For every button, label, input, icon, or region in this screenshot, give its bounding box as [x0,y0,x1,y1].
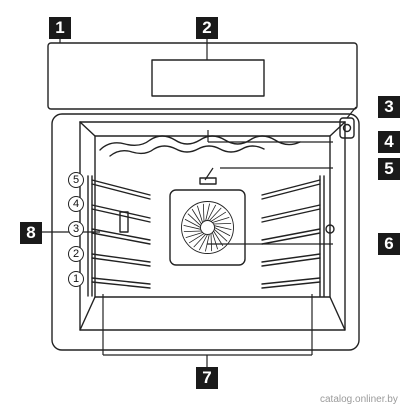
callout-7: 7 [196,367,218,389]
left-support [87,175,93,297]
callout-1: 1 [49,17,71,39]
grill-element-inner [109,145,265,157]
fan-blade [213,229,228,242]
right-rail-5 [261,277,321,289]
right-rail-3 [261,228,321,245]
left-rail-4 [91,253,151,267]
cavity-back-wall [94,135,331,298]
oven-knob [342,123,352,133]
fan-blade [187,213,202,226]
fan-blade [188,233,205,244]
right-rail-1 [261,179,321,200]
shelf-level-1: 1 [68,271,84,287]
callout-4: 4 [378,131,400,153]
shelf-level-3: 3 [68,221,84,237]
fan-blade [198,234,208,251]
right-support [319,175,325,297]
cavity-edge-left-top [79,121,96,137]
fan-blade [183,230,202,233]
fan-blade [207,204,217,221]
left-rail-2 [91,204,151,223]
fan-blade [205,203,211,221]
callout-5: 5 [378,158,400,180]
cavity-floor [79,296,346,331]
left-rail-5 [91,277,151,289]
top-sensor [199,177,217,185]
leader-3 [346,106,357,119]
fan-blade [209,207,222,222]
control-panel [47,42,358,110]
callout-6: 6 [378,233,400,255]
fan-blade [210,233,213,252]
right-rail-4 [261,253,321,267]
fan-cover [169,189,246,266]
fan-blade [183,224,201,230]
fan-blade [214,225,232,231]
left-rail-3 [91,228,151,245]
fan-blade [210,211,227,222]
right-wall-socket [325,224,335,234]
fan-blade [213,222,232,225]
callout-8: 8 [20,222,42,244]
leader-5b [204,167,214,181]
fan-blade [196,205,203,223]
fan-blade [193,233,206,248]
fan-blade [185,232,203,239]
fan-blade [212,232,219,250]
fan-blade [202,203,205,222]
callout-2: 2 [196,17,218,39]
fan-blade [212,216,230,223]
shelf-level-2: 2 [68,246,84,262]
callout-3: 3 [378,96,400,118]
grill-element [99,135,301,151]
fan-blade [204,234,210,252]
fan-icon [181,201,234,254]
fan-blade [214,227,231,237]
display-window [151,59,265,97]
watermark: catalog.onliner.by [320,394,398,405]
fan-blade [191,208,202,225]
fan-blade [184,218,201,228]
left-rail-1 [91,179,151,200]
shelf-level-4: 4 [68,196,84,212]
right-rail-2 [261,204,321,223]
cavity-edge-right-top [329,121,346,137]
oven-knob-housing [339,117,355,139]
shelf-level-5: 5 [68,172,84,188]
